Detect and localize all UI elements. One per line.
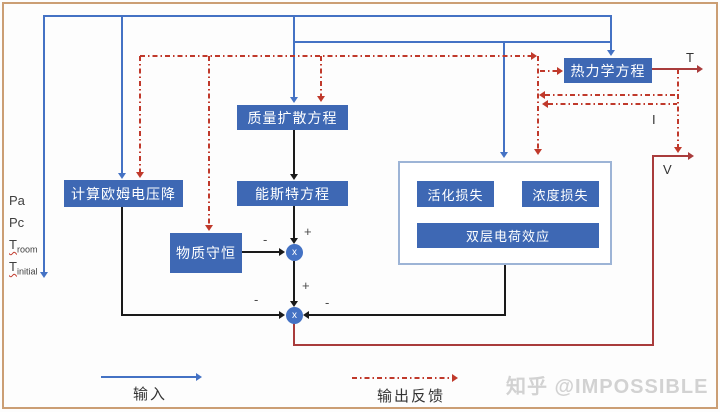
line-losses-to-x2: [309, 314, 506, 316]
arrow-ohm-to-x2: [279, 311, 285, 319]
arrow-massdiff-to-nernst: [290, 174, 298, 180]
input-left-arrowhead: [40, 272, 48, 278]
sign-nernst-plus: +: [304, 224, 312, 239]
multiply-node-1: x: [286, 244, 303, 261]
watermark: 知乎 @IMPOSSIBLE: [506, 376, 709, 398]
feedback-i-return-arrow: [542, 100, 548, 108]
feedback-drop-to-conservation: [208, 56, 210, 226]
input-arrow-losses: [500, 152, 508, 158]
node-double-layer: 双层电荷效应: [417, 223, 599, 248]
input-bus-top-line: [43, 15, 612, 17]
t-room-base: T: [9, 237, 17, 252]
t-output-arrow: [697, 65, 703, 73]
sign-ohm-minus: -: [254, 292, 259, 307]
input-drop-to-mass-diffusion: [293, 17, 295, 98]
t-initial-sub: initial: [16, 266, 38, 277]
feedback-i-tap-arrowhead: [674, 147, 682, 153]
feedback-drop-to-mass-diffusion: [320, 56, 322, 97]
feedback-arrow-into-bus: [531, 52, 537, 60]
sign-x1-plus: +: [302, 278, 310, 293]
node-ohm-drop-label: 计算欧姆电压降: [71, 185, 176, 202]
losses-group-box: [398, 161, 612, 265]
feedback-i-return-line: [548, 103, 677, 105]
legend-input-line: [101, 376, 197, 378]
output-label-i: I: [652, 112, 656, 127]
multiply-node-2-label: x: [292, 310, 297, 321]
arrow-nernst-to-x1: [290, 238, 298, 244]
legend-input-label: 输入: [133, 386, 168, 403]
output-label-t: T: [686, 50, 694, 65]
node-mass-conservation-label: 物质守恒: [176, 245, 236, 261]
node-activation-loss-label: 活化损失: [427, 187, 484, 203]
t-output-line: [652, 68, 698, 70]
v-loop-bottom: [293, 344, 654, 346]
v-output-line: [652, 155, 689, 157]
sign-conservation-minus: -: [263, 232, 268, 247]
feedback-branch-to-thermo: [540, 70, 557, 72]
input-drop-to-ohm: [121, 17, 123, 174]
input-drop-to-thermo: [610, 17, 612, 51]
node-nernst-label: 能斯特方程: [255, 185, 330, 202]
input-left-line: [43, 15, 45, 273]
feedback-t-return-line: [545, 94, 679, 96]
multiply-node-1-label: x: [292, 247, 297, 258]
node-double-layer-label: 双层电荷效应: [465, 229, 550, 244]
node-nernst: 能斯特方程: [237, 181, 348, 206]
input-arrow-mass-diffusion: [290, 97, 298, 103]
node-concentration-loss: 浓度损失: [522, 181, 599, 207]
feedback-drop-to-ohm: [139, 56, 141, 173]
input-label-t-room: Troom: [9, 237, 37, 255]
feedback-arrow-ohm: [136, 172, 144, 178]
feedback-arrow-conservation: [205, 225, 213, 231]
input-arrow-ohm: [118, 173, 126, 179]
feedback-top-line: [140, 55, 532, 57]
legend-feedback-label: 输出反馈: [377, 388, 446, 405]
feedback-bus-vertical: [537, 56, 539, 150]
input-arrow-thermo: [607, 50, 615, 56]
input-label-t-initial: Tinitial: [9, 259, 37, 277]
node-concentration-loss-label: 浓度损失: [532, 187, 589, 203]
output-label-v: V: [663, 162, 672, 177]
line-x1-to-x2: [293, 261, 295, 302]
sign-losses-minus: -: [325, 295, 330, 310]
line-nernst-to-x1: [293, 206, 295, 239]
v-loop-down: [293, 323, 295, 346]
line-ohm-down: [121, 207, 123, 315]
feedback-arrow-mass-diffusion: [317, 96, 325, 102]
feedback-right-vertical: [677, 69, 679, 148]
v-output-arrow: [688, 152, 694, 160]
t-room-sub: room: [16, 244, 38, 255]
legend-feedback-line: [352, 377, 452, 379]
line-ohm-to-x2: [121, 314, 279, 316]
input-label-pa: Pa: [9, 193, 25, 208]
node-mass-diffusion: 质量扩散方程: [237, 105, 348, 130]
t-initial-base: T: [9, 259, 17, 274]
line-conservation-to-x1: [242, 251, 279, 253]
feedback-arrow-thermo: [557, 67, 563, 75]
node-mass-conservation: 物质守恒: [170, 233, 242, 273]
line-massdiff-to-nernst: [293, 130, 295, 175]
node-activation-loss: 活化损失: [417, 181, 494, 207]
multiply-node-2: x: [286, 307, 303, 324]
arrow-losses-to-x2: [303, 311, 309, 319]
v-loop-right: [652, 155, 654, 346]
node-mass-diffusion-label: 质量扩散方程: [247, 109, 338, 126]
node-ohm-drop: 计算欧姆电压降: [64, 180, 183, 207]
input-drop-to-losses: [503, 43, 505, 153]
line-losses-down: [504, 265, 506, 315]
node-thermodynamics-label: 热力学方程: [570, 62, 646, 79]
input-bus-second-line: [294, 41, 612, 43]
legend-input-arrow: [196, 373, 202, 381]
feedback-arrow-losses: [534, 149, 542, 155]
feedback-t-return-arrow: [539, 91, 545, 99]
input-label-pc: Pc: [9, 215, 25, 230]
arrow-x1-to-x2: [290, 301, 298, 307]
legend-feedback-arrow: [452, 374, 458, 382]
arrow-conservation-to-x1: [279, 248, 285, 256]
node-thermodynamics: 热力学方程: [564, 58, 652, 83]
